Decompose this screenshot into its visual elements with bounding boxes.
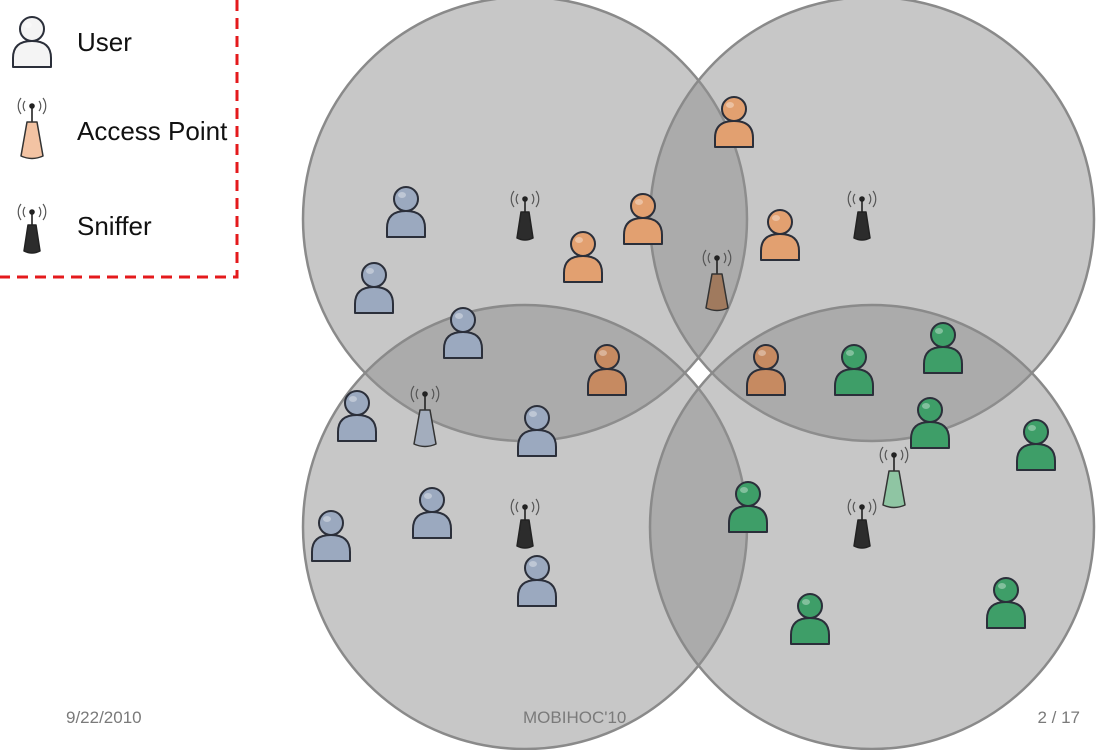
- footer-conference: MOBIHOC'10: [523, 708, 627, 727]
- legend: [0, 0, 239, 279]
- legend-access-point-icon: [17, 97, 47, 160]
- legend-user-icon: [12, 16, 52, 68]
- footer-date: 9/22/2010: [66, 708, 142, 727]
- legend-sniffer-icon: [17, 203, 47, 254]
- bottom-right-cell: [648, 303, 1096, 750]
- legend-access-point-label: Access Point: [77, 116, 228, 146]
- legend-user-label: User: [77, 27, 132, 57]
- legend-sniffer-label: Sniffer: [77, 211, 152, 241]
- footer-page-number: 2 / 17: [1037, 708, 1080, 727]
